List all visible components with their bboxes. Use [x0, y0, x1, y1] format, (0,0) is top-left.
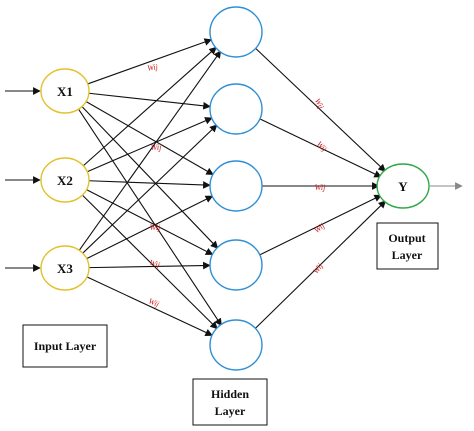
edge-h4-y	[259, 194, 382, 256]
output-node-y-circle	[376, 163, 430, 209]
edge-x3-h3	[86, 195, 214, 260]
input-node-x1-label: X1	[57, 84, 73, 99]
weight-label-10: Wij	[311, 261, 325, 276]
weight-label-3: Wij	[150, 223, 161, 232]
input-node-x2: X2	[40, 157, 90, 203]
hidden-layer-label-line2: Layer	[215, 404, 246, 418]
connection-edges	[5, 38, 463, 336]
edge-x1-h2	[88, 92, 211, 110]
edge-x2-h3	[88, 180, 211, 189]
hidden-layer-label-line1: Hidden	[211, 387, 249, 401]
edge-x3-h5	[86, 276, 213, 336]
hidden-node-3	[209, 160, 263, 212]
input-node-x2-circle	[40, 157, 90, 203]
input-layer-box: Input Layer	[22, 324, 108, 368]
weight-label-1: Wij	[147, 62, 160, 73]
hidden-node-4	[209, 239, 263, 291]
edge-h2-y	[259, 118, 382, 178]
hidden-layer-box: Hidden Layer	[192, 378, 268, 426]
weight-label-5: Wij	[147, 297, 161, 309]
hidden-node-5	[209, 319, 263, 371]
input-node-x1: X1	[40, 68, 90, 114]
edge-x2-h5	[81, 194, 218, 330]
edge-x3-h2	[82, 124, 218, 254]
output-node-y: Y	[376, 163, 430, 209]
edge-x3-h4	[88, 261, 211, 270]
output-layer-label-line1: Output	[388, 231, 425, 245]
edge-x1-h1	[87, 38, 213, 85]
input-node-x3-circle	[40, 245, 90, 291]
weight-label-8: Wij	[315, 183, 326, 192]
input-node-x1-circle	[40, 68, 90, 114]
edge-x2-h4	[86, 189, 214, 256]
edge-x1-h3	[85, 101, 214, 176]
edge-x2-h2	[86, 117, 213, 173]
output-layer-label-line2: Layer	[392, 248, 423, 262]
edge-x1-h4	[81, 106, 219, 249]
edge-h1-y	[254, 47, 386, 172]
edge-x1-h5	[77, 108, 222, 327]
edge-h5-y	[254, 200, 387, 330]
hidden-node-1	[209, 6, 263, 58]
input-node-x3-label: X3	[57, 261, 73, 276]
edge-x2-h1	[82, 46, 217, 167]
weight-label-2: Wij	[151, 143, 162, 152]
output-node-y-label: Y	[398, 179, 408, 194]
output-layer-box: Output Layer	[376, 222, 439, 270]
input-node-x3: X3	[40, 245, 90, 291]
input-node-x2-label: X2	[57, 173, 73, 188]
weight-label-6: Wij	[313, 97, 327, 111]
weight-label-4: Wij	[148, 258, 161, 270]
hidden-node-2	[209, 83, 263, 135]
edge-x3-h1	[78, 50, 222, 251]
input-layer-label: Input Layer	[34, 339, 97, 353]
